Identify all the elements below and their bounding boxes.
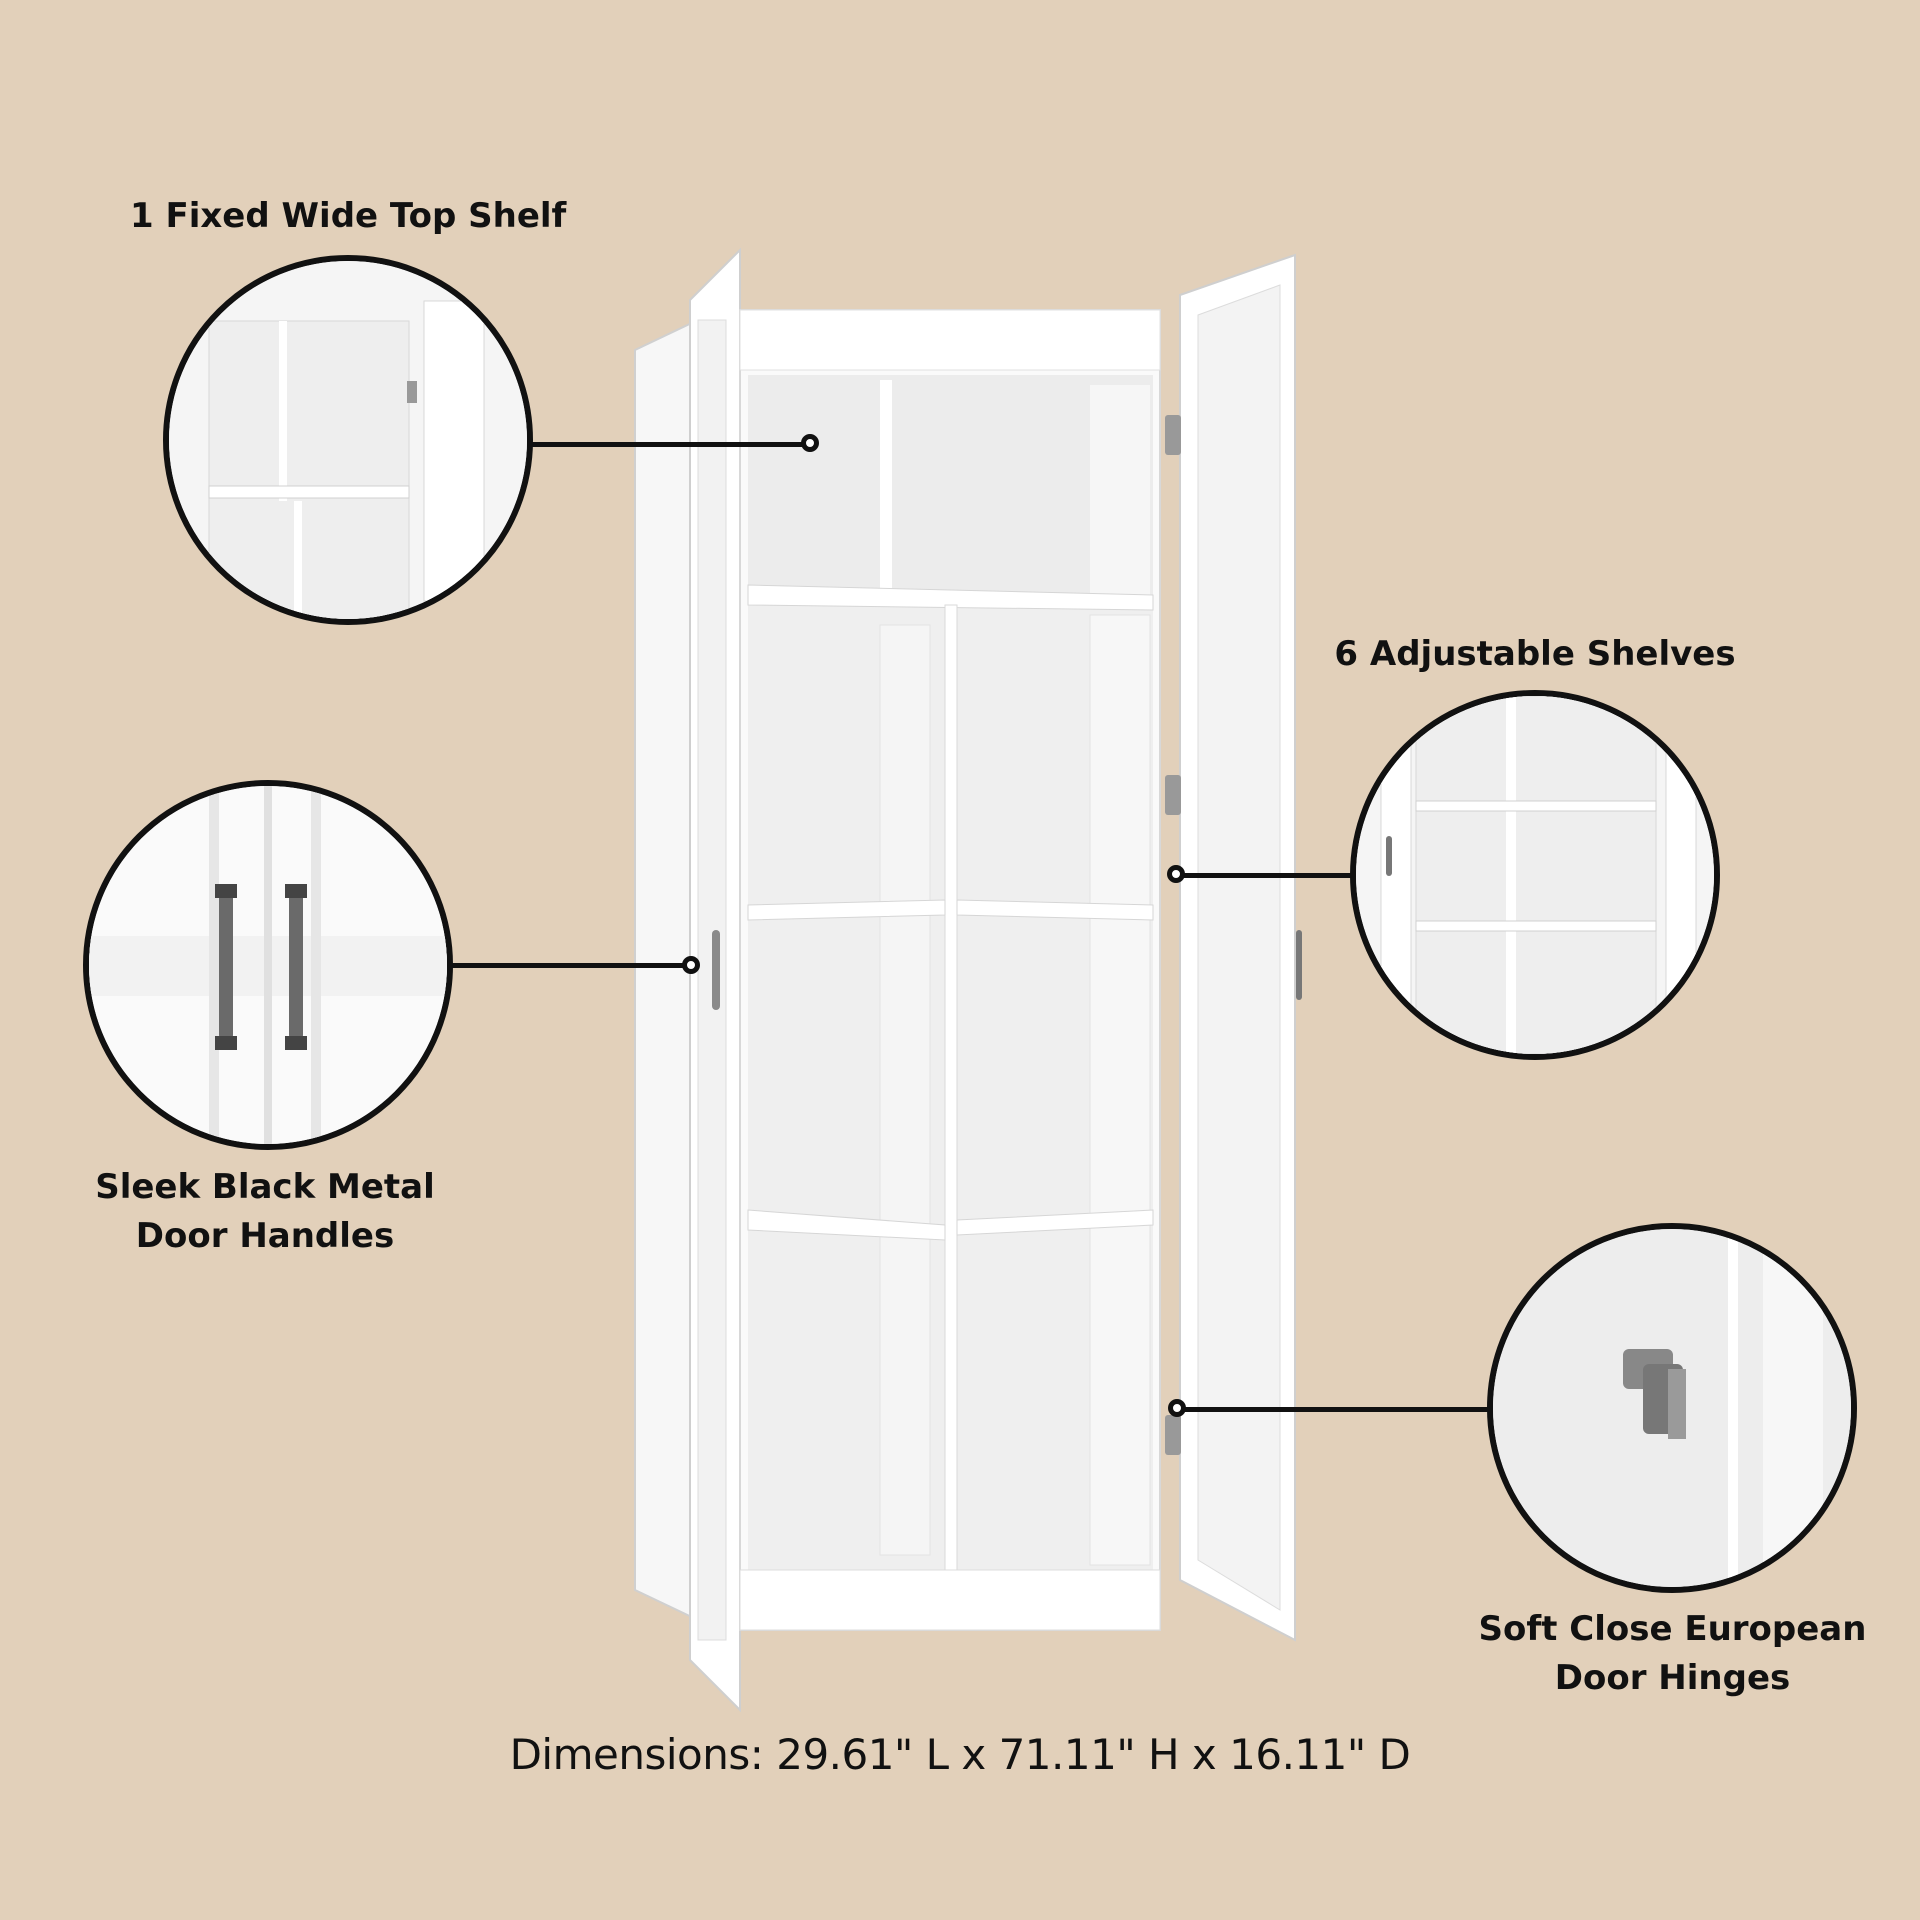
dimensions-caption: Dimensions: 29.61" L x 71.11" H x 16.11"… <box>509 1730 1411 1779</box>
door-hinges-label-line2: Door Hinges <box>1554 1658 1791 1698</box>
door-handles-label-line2: Door Handles <box>135 1216 395 1256</box>
top-shelf-label: 1 Fixed Wide Top Shelf <box>130 196 567 236</box>
top-shelf-detail-circle <box>163 255 533 625</box>
adjustable-shelves-connector <box>1183 873 1353 878</box>
adjustable-shelves-dot <box>1167 865 1185 883</box>
door-hinges-dot <box>1168 1399 1186 1417</box>
door-handles-label-line1: Sleek Black Metal <box>95 1167 435 1207</box>
door-handles-detail-circle <box>83 780 453 1150</box>
adjustable-shelves-detail-circle <box>1350 690 1720 1060</box>
door-handles-connector <box>450 963 690 968</box>
door-hinges-detail-circle <box>1487 1223 1857 1593</box>
adjustable-shelves-label: 6 Adjustable Shelves <box>1334 634 1736 674</box>
door-handles-dot <box>682 956 700 974</box>
top-shelf-dot <box>801 434 819 452</box>
door-hinges-connector <box>1178 1407 1490 1412</box>
door-hinges-label-line1: Soft Close European <box>1478 1609 1867 1649</box>
cabinet-illustration <box>634 247 1302 1713</box>
top-shelf-connector <box>530 442 805 447</box>
